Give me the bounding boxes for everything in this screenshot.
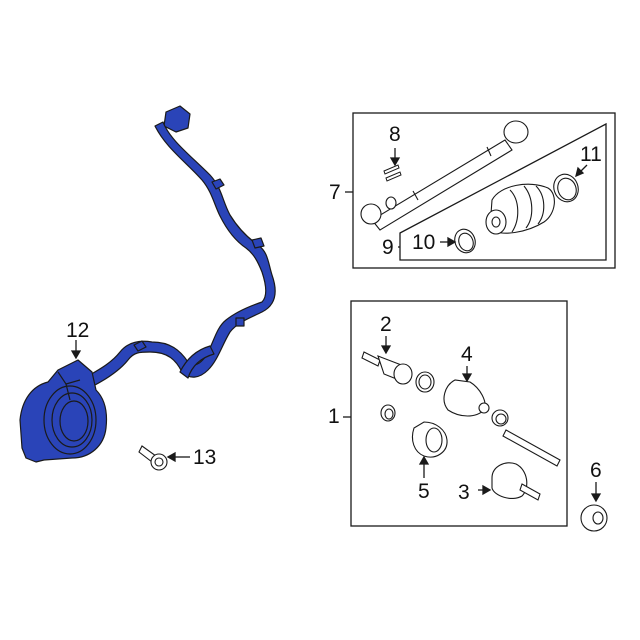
inner-joint-part-2[interactable] [361, 351, 435, 422]
clip-part-8[interactable] [383, 164, 402, 182]
outer-joint-part-3[interactable] [491, 462, 541, 501]
boot-part-5[interactable] [411, 421, 448, 458]
callout-11: 11 [580, 143, 602, 166]
group-1-frame [343, 300, 568, 527]
callout-4: 4 [461, 343, 473, 366]
bolt-part-13[interactable] [138, 445, 168, 471]
group-7-frame [345, 112, 616, 269]
callout-12: 12 [66, 319, 90, 342]
nut-part-6[interactable] [580, 504, 608, 532]
drive-shaft-part-7[interactable] [360, 120, 529, 231]
clamp-part-10[interactable] [451, 226, 478, 255]
callout-6: 6 [590, 459, 602, 482]
callout-13: 13 [193, 446, 217, 469]
callout-1: 1 [328, 405, 340, 428]
wiring-harness-part-12[interactable] [19, 105, 276, 463]
boot-kit-part-9[interactable] [485, 183, 555, 235]
callout-7: 7 [329, 181, 341, 204]
callout-9: 9 [382, 236, 394, 259]
callout-2: 2 [380, 313, 392, 336]
callout-5: 5 [418, 480, 430, 503]
clamp-part-11[interactable] [550, 171, 582, 206]
boot-part-4[interactable] [443, 379, 561, 467]
callout-3: 3 [458, 481, 470, 504]
callout-8: 8 [389, 123, 401, 146]
callout-10: 10 [412, 231, 436, 254]
